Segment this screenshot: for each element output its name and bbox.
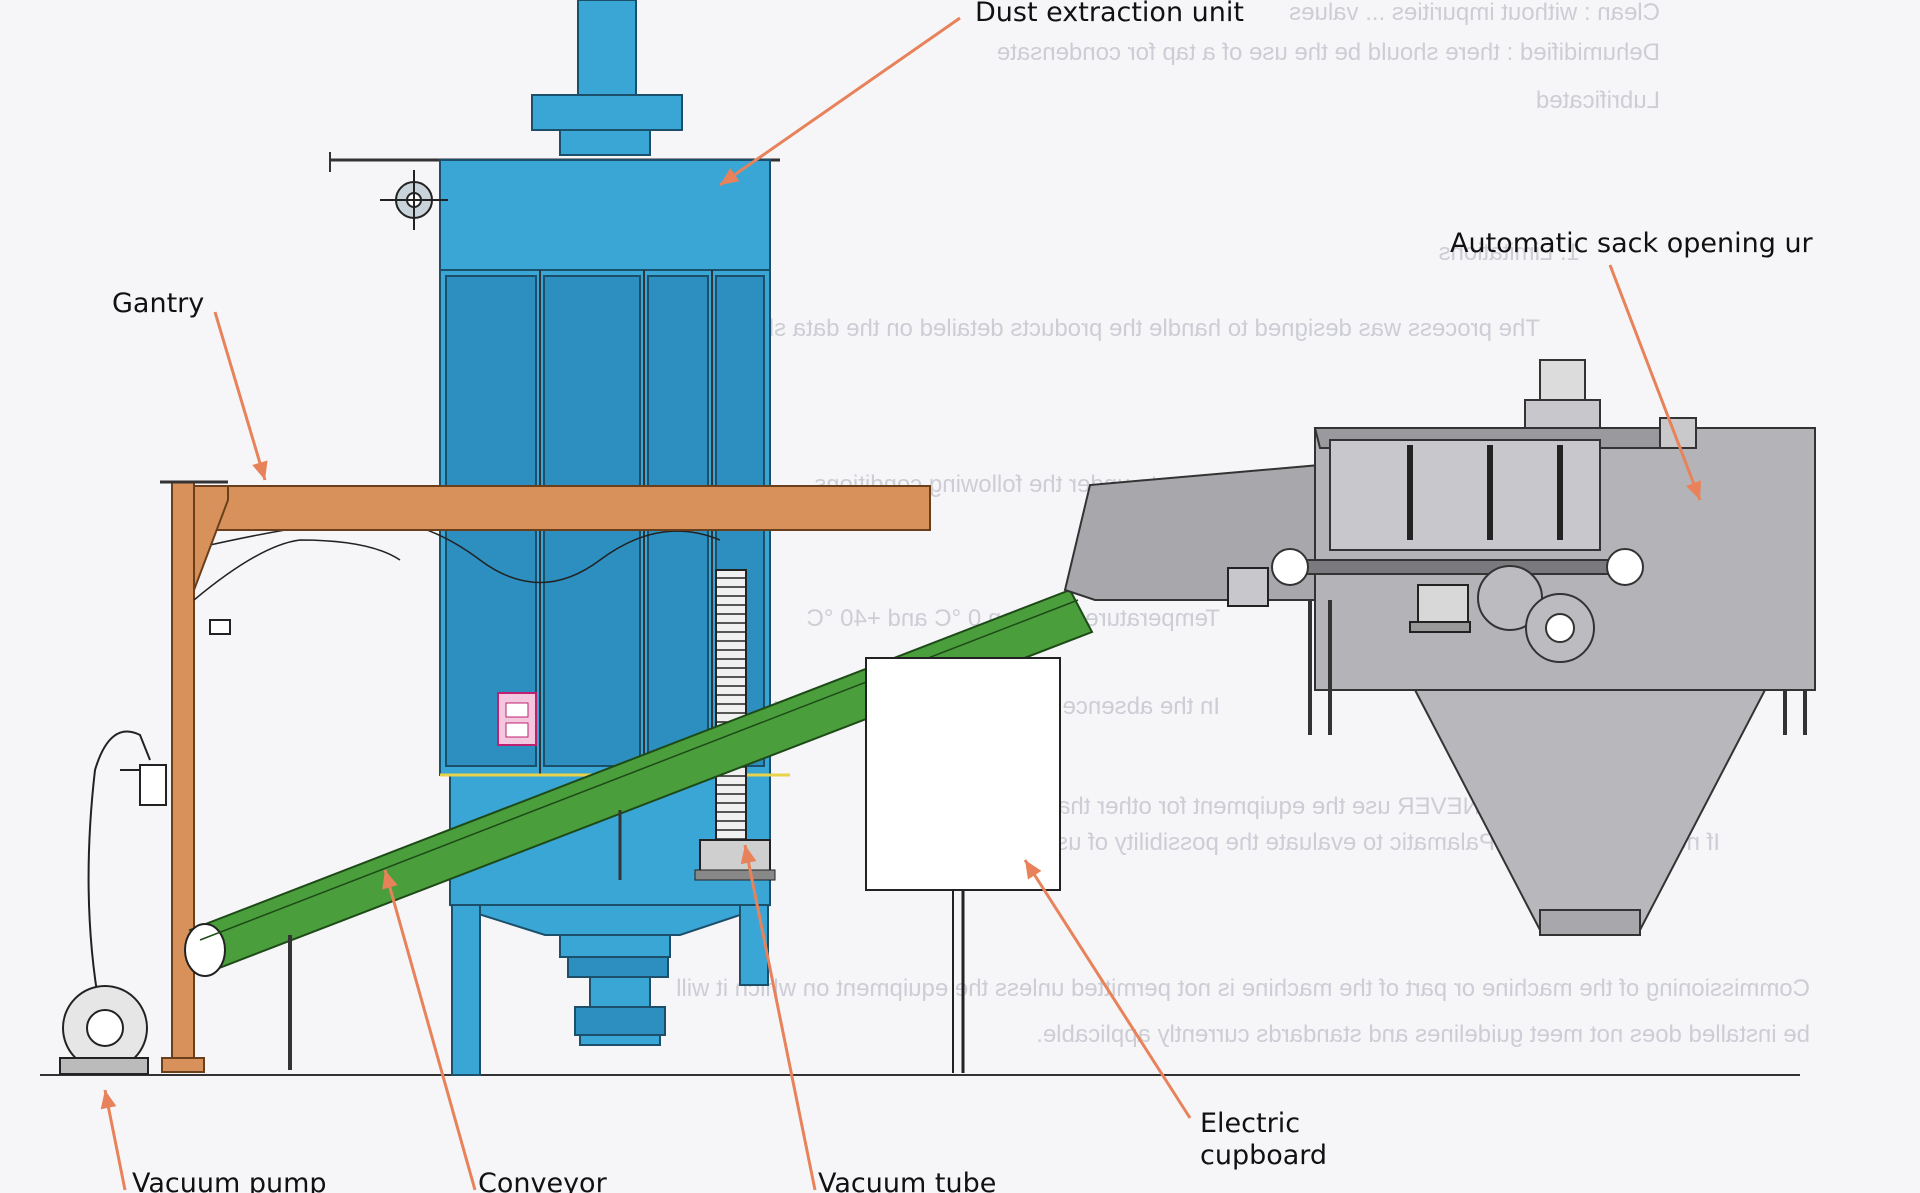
electric-cupboard: [865, 657, 1061, 1073]
leader-gantry: [213, 311, 268, 481]
svg-text:1. Limitations: 1. Limitations: [1439, 239, 1580, 266]
leader-conveyor: [382, 869, 477, 1191]
leader-sack-opening-unit: [1608, 264, 1702, 501]
svg-text:Clean : without impurities ...: Clean : without impurities ... values: [1289, 0, 1660, 26]
vacuum-hose: [87, 730, 151, 1011]
svg-text:Dehumidified : there should be: Dehumidified : there should be the use o…: [997, 39, 1660, 66]
vacuum-tube: [694, 569, 776, 881]
inspection-door-icon: [497, 692, 537, 746]
label-gantry: Gantry: [112, 288, 205, 319]
svg-text:Lubrificated: Lubrificated: [1536, 87, 1660, 114]
leader-arrows: [100, 16, 1702, 1191]
leader-vacuum-pump: [100, 1089, 127, 1191]
svg-text:be installed does not meet gui: be installed does not meet guidelines an…: [1036, 1021, 1810, 1048]
automatic-sack-opening-unit: [1063, 359, 1816, 936]
motor-icon: [1227, 567, 1471, 633]
svg-text:Commissioning of the machine o: Commissioning of the machine or part of …: [676, 975, 1810, 1002]
label-vacuum-pump: Vacuum pump: [132, 1168, 327, 1193]
label-dust-extraction-unit: Dust extraction unit: [975, 0, 1244, 28]
leader-dust-extraction-unit: [719, 16, 961, 187]
leader-electric-cupboard: [1023, 859, 1192, 1119]
fan-icon: [380, 170, 448, 230]
label-automatic-sack-opening-unit: Automatic sack opening ur: [1450, 228, 1813, 259]
label-conveyor: Conveyor: [478, 1168, 607, 1193]
leader-vacuum-tube: [740, 844, 817, 1191]
gantry: [120, 480, 931, 1073]
label-vacuum-tube: Vacuum tube: [818, 1168, 997, 1193]
label-electric-cupboard: Electric cupboard: [1200, 1108, 1328, 1171]
vacuum-pump-icon: [59, 985, 149, 1075]
